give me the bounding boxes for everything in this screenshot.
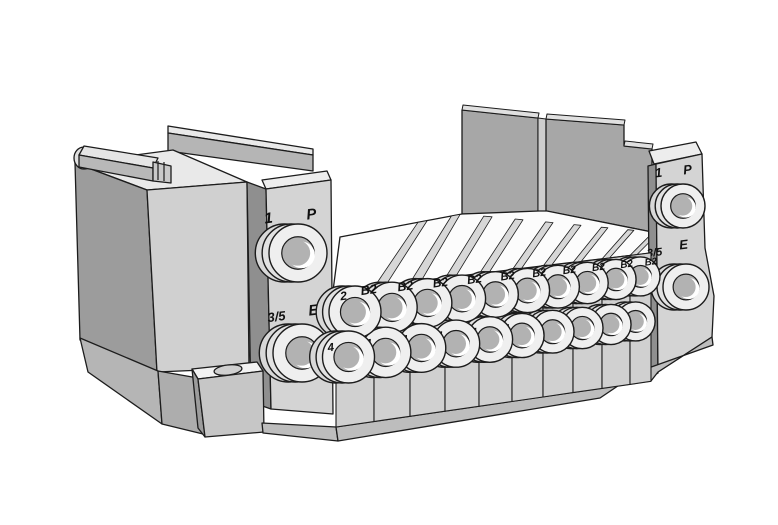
station-1-bottom-port xyxy=(309,330,376,384)
hole-shade xyxy=(601,315,620,334)
hole-shade xyxy=(542,322,562,342)
station-7-top-port-label: B2 xyxy=(562,263,577,277)
hole-shade xyxy=(284,240,311,266)
station-8-top-port-label: B2 xyxy=(591,261,606,274)
station-5-top-port-label: B2 xyxy=(500,270,517,284)
hole-shade xyxy=(572,318,592,338)
hole-shade xyxy=(479,329,500,350)
right-p-port-fitting xyxy=(648,183,706,229)
station-4-top-port-label: B2 xyxy=(466,272,483,287)
hole-shade xyxy=(380,296,403,319)
left-port-35-label: 3/5 xyxy=(267,308,288,325)
station-2-top-port-label: B2 xyxy=(397,278,415,294)
back-wall-right-top-edge xyxy=(545,113,626,126)
hole-shade xyxy=(445,333,467,354)
hole-shade xyxy=(511,325,532,346)
top-bar-end-block xyxy=(152,161,172,184)
left-port-p-label: P xyxy=(305,205,318,223)
left-port-1-label: 1 xyxy=(263,210,273,228)
hole-shade xyxy=(578,273,597,293)
right-port-1-label: 1 xyxy=(654,165,663,181)
hole-shade xyxy=(485,284,506,305)
station-1-top-port-label: B2 xyxy=(360,282,378,298)
base-strip-left xyxy=(261,422,339,442)
left-foot-front xyxy=(197,370,265,438)
top-bar-grooves xyxy=(157,161,165,181)
right-port-e-label: E xyxy=(678,237,689,253)
back-wall-left-plate xyxy=(461,109,539,215)
top-deck-layer xyxy=(332,210,678,292)
hole-shade xyxy=(675,276,696,298)
left-p-port-fitting xyxy=(254,223,328,283)
base-and-feet-layer xyxy=(79,337,339,442)
hole-shade xyxy=(336,345,360,369)
hole-shade xyxy=(673,196,693,216)
back-structures-layer xyxy=(73,104,654,373)
hole-shade xyxy=(288,340,315,366)
station-10-top-port-label: B2 xyxy=(644,256,658,269)
rear-rail-front xyxy=(167,132,314,172)
station-3-top-port-label: B2 xyxy=(432,275,449,291)
back-wall-left-top-edge xyxy=(461,104,540,119)
base-bevel-band xyxy=(335,336,714,442)
station-1-ports: B2 4 2 xyxy=(309,282,382,384)
hole-shade xyxy=(606,270,625,289)
station-1-top-port xyxy=(315,285,382,339)
hole-shade xyxy=(548,277,567,297)
station-6-top-port-label: B2 xyxy=(531,267,546,281)
station-1-bottom-port-label: 4 xyxy=(326,342,336,355)
back-wall-step-top-edge xyxy=(623,140,654,150)
hole-shade xyxy=(416,292,438,314)
back-wall-gap-strip xyxy=(537,117,547,213)
left-block-front-face xyxy=(146,181,250,373)
hole-shade xyxy=(374,341,397,364)
station-1-side-label: 2 xyxy=(338,288,348,303)
right-port-p-label: P xyxy=(682,162,693,178)
hole-shade xyxy=(343,300,366,324)
hole-shade xyxy=(410,337,432,359)
valve-stations-layer: B24B24B24B24B24B24B24B24B24B242 xyxy=(309,252,661,428)
station-9-top-port-label: B2 xyxy=(620,259,635,272)
hole-shade xyxy=(517,280,537,301)
right-e-port-fitting xyxy=(650,263,710,311)
hole-shade xyxy=(451,288,472,309)
